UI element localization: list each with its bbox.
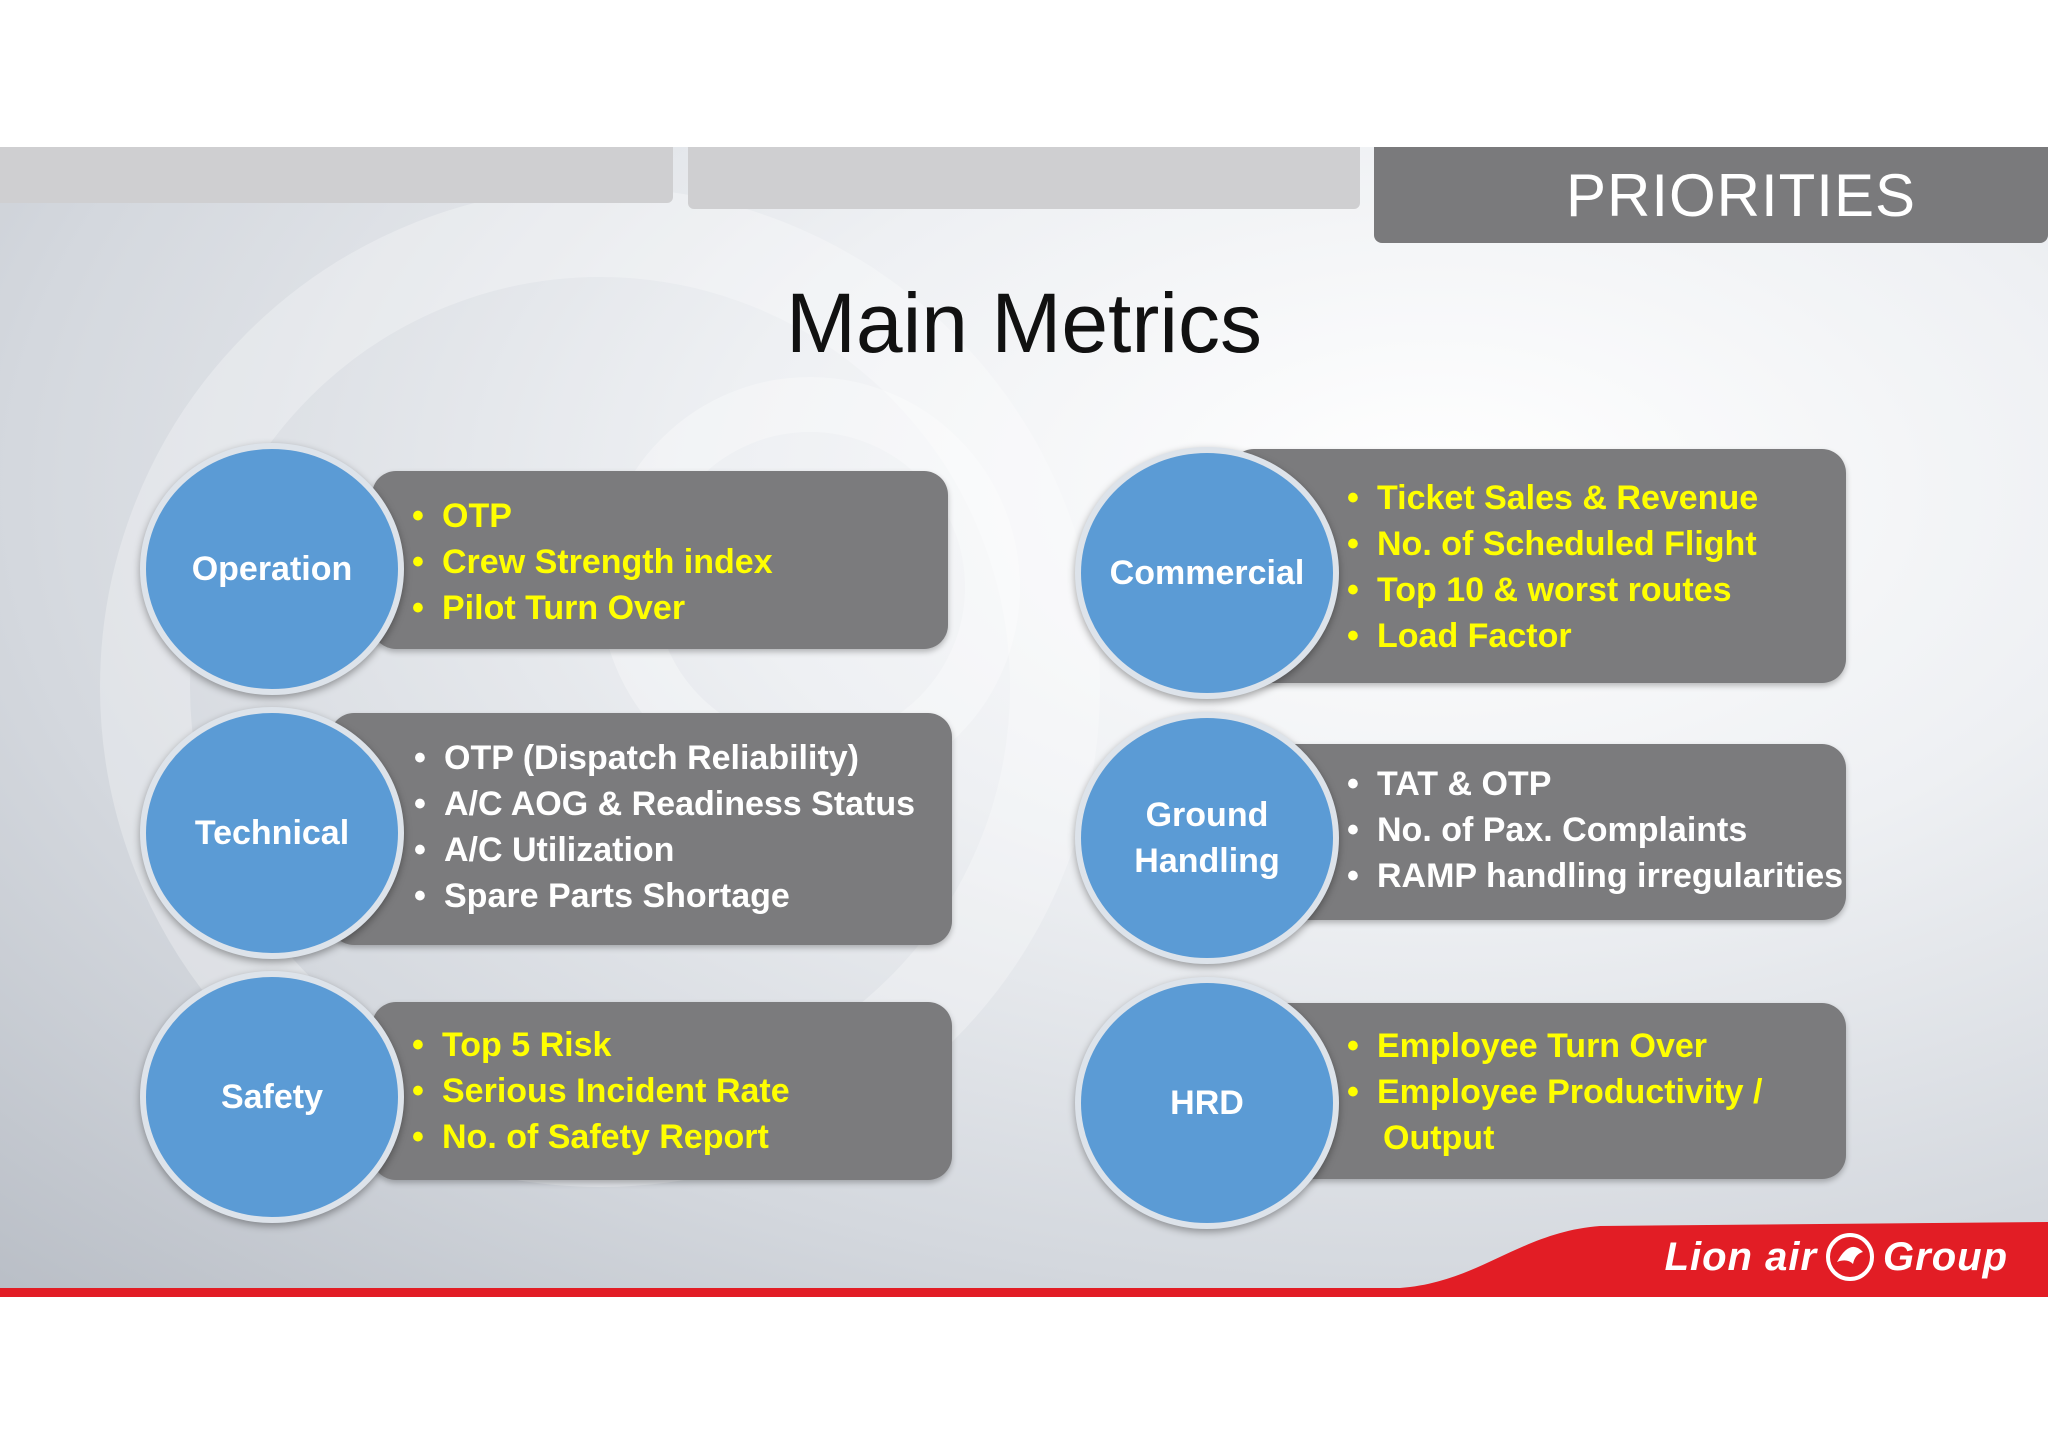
list-item-continuation: Output: [1383, 1119, 1495, 1157]
list-item: Output: [1347, 1115, 1762, 1161]
safety-metrics-list: Top 5 Risk Serious Incident Rate No. of …: [412, 1022, 790, 1160]
list-item: Ticket Sales & Revenue: [1347, 475, 1758, 521]
operation-metrics-list: OTP Crew Strength index Pilot Turn Over: [412, 493, 773, 631]
ground-handling-circle: Ground Handling: [1075, 712, 1339, 964]
list-item: Spare Parts Shortage: [414, 873, 915, 919]
list-item: RAMP handling irregularities: [1347, 853, 1843, 899]
header-tab-middle: [688, 147, 1360, 209]
lion-air-group-logo: Lion air Group: [1665, 1232, 2008, 1282]
logo-text-left: Lion air: [1664, 1234, 1818, 1279]
list-item: Top 5 Risk: [412, 1022, 790, 1068]
hrd-label: HRD: [1170, 1084, 1244, 1122]
slide-title: Main Metrics: [785, 276, 1263, 370]
list-item: A/C AOG & Readiness Status: [414, 781, 915, 827]
list-item: Serious Incident Rate: [412, 1068, 790, 1114]
list-item: No. of Pax. Complaints: [1347, 807, 1843, 853]
operation-circle: Operation: [140, 443, 404, 695]
hrd-metrics-list: Employee Turn Over Employee Productivity…: [1347, 1023, 1762, 1161]
logo-text-right: Group: [1883, 1234, 2008, 1279]
commercial-circle: Commercial: [1075, 447, 1339, 699]
slide: PRIORITIES Main Metrics Operation OTP Cr…: [0, 147, 2048, 1297]
list-item: OTP: [412, 493, 773, 539]
list-item: No. of Safety Report: [412, 1114, 790, 1160]
ground-handling-metrics-list: TAT & OTP No. of Pax. Complaints RAMP ha…: [1347, 761, 1843, 899]
list-item: A/C Utilization: [414, 827, 915, 873]
commercial-label: Commercial: [1109, 554, 1305, 592]
footer-red-band: [0, 1222, 2048, 1297]
list-item: Employee Productivity /: [1347, 1069, 1762, 1115]
safety-label: Safety: [220, 1078, 324, 1116]
technical-circle: Technical: [140, 707, 404, 959]
list-item: Load Factor: [1347, 613, 1758, 659]
priorities-tab: PRIORITIES: [1374, 147, 2048, 243]
ground-handling-label-line1: Ground: [1145, 796, 1269, 834]
list-item: Top 10 & worst routes: [1347, 567, 1758, 613]
list-item: Crew Strength index: [412, 539, 773, 585]
commercial-metrics-list: Ticket Sales & Revenue No. of Scheduled …: [1347, 475, 1758, 659]
lion-emblem-icon: [1826, 1233, 1875, 1281]
safety-circle: Safety: [140, 971, 404, 1223]
technical-metrics-list: OTP (Dispatch Reliability) A/C AOG & Rea…: [414, 735, 915, 919]
hrd-circle: HRD: [1075, 977, 1339, 1229]
list-item: Pilot Turn Over: [412, 585, 773, 631]
list-item: No. of Scheduled Flight: [1347, 521, 1758, 567]
technical-label: Technical: [194, 814, 350, 852]
header-tab-left: [0, 147, 673, 203]
list-item: Employee Turn Over: [1347, 1023, 1762, 1069]
section-label: PRIORITIES: [1565, 161, 1917, 229]
list-item: TAT & OTP: [1347, 761, 1843, 807]
list-item: OTP (Dispatch Reliability): [414, 735, 915, 781]
ground-handling-label-line2: Handling: [1134, 842, 1280, 880]
operation-label: Operation: [191, 550, 353, 588]
